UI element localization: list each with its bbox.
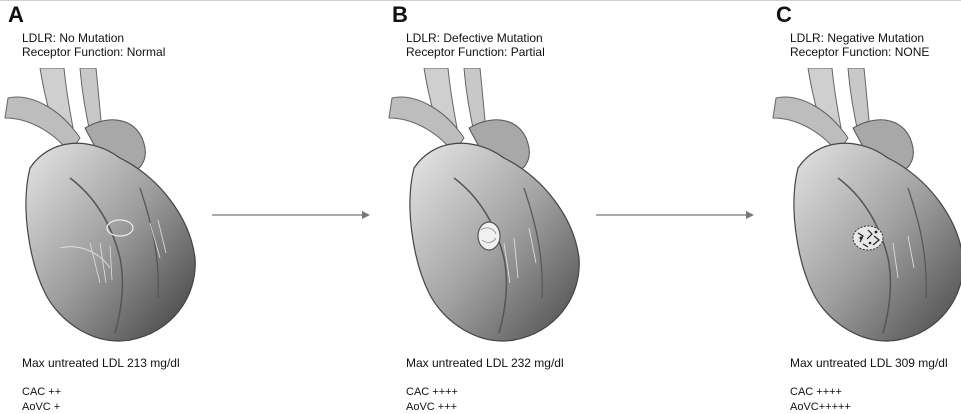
max-ldl-text: Max untreated LDL 232 mg/dl [406,356,564,370]
panel-letter: B [392,2,408,28]
receptor-function-label: Receptor Function: Normal [22,45,165,59]
receptor-function-label: Receptor Function: NONE [790,45,929,59]
heart-illustration [384,68,594,348]
receptor-function-label: Receptor Function: Partial [406,45,545,59]
heart-illustration [768,68,961,348]
ldlr-mutation-label: LDLR: Defective Mutation [406,31,543,45]
max-ldl-text: Max untreated LDL 309 mg/dl [790,356,948,370]
aovc-score: AoVC + [22,401,60,413]
cac-score: CAC ++++ [790,386,842,398]
panel-letter: C [776,2,792,28]
cac-score: CAC ++++ [406,386,458,398]
cac-score: CAC ++ [22,386,61,398]
heart-illustration [0,68,210,348]
ldlr-mutation-label: LDLR: No Mutation [22,31,124,45]
arrow-a-to-b [212,205,372,225]
arrow-b-to-c [596,205,756,225]
ldlr-mutation-label: LDLR: Negative Mutation [790,31,924,45]
aovc-score: AoVC +++ [406,401,457,413]
panel-c: C LDLR: Negative Mutation Receptor Funct… [768,0,961,414]
panel-letter: A [8,2,24,28]
max-ldl-text: Max untreated LDL 213 mg/dl [22,356,180,370]
aovc-score: AoVC+++++ [790,401,851,413]
